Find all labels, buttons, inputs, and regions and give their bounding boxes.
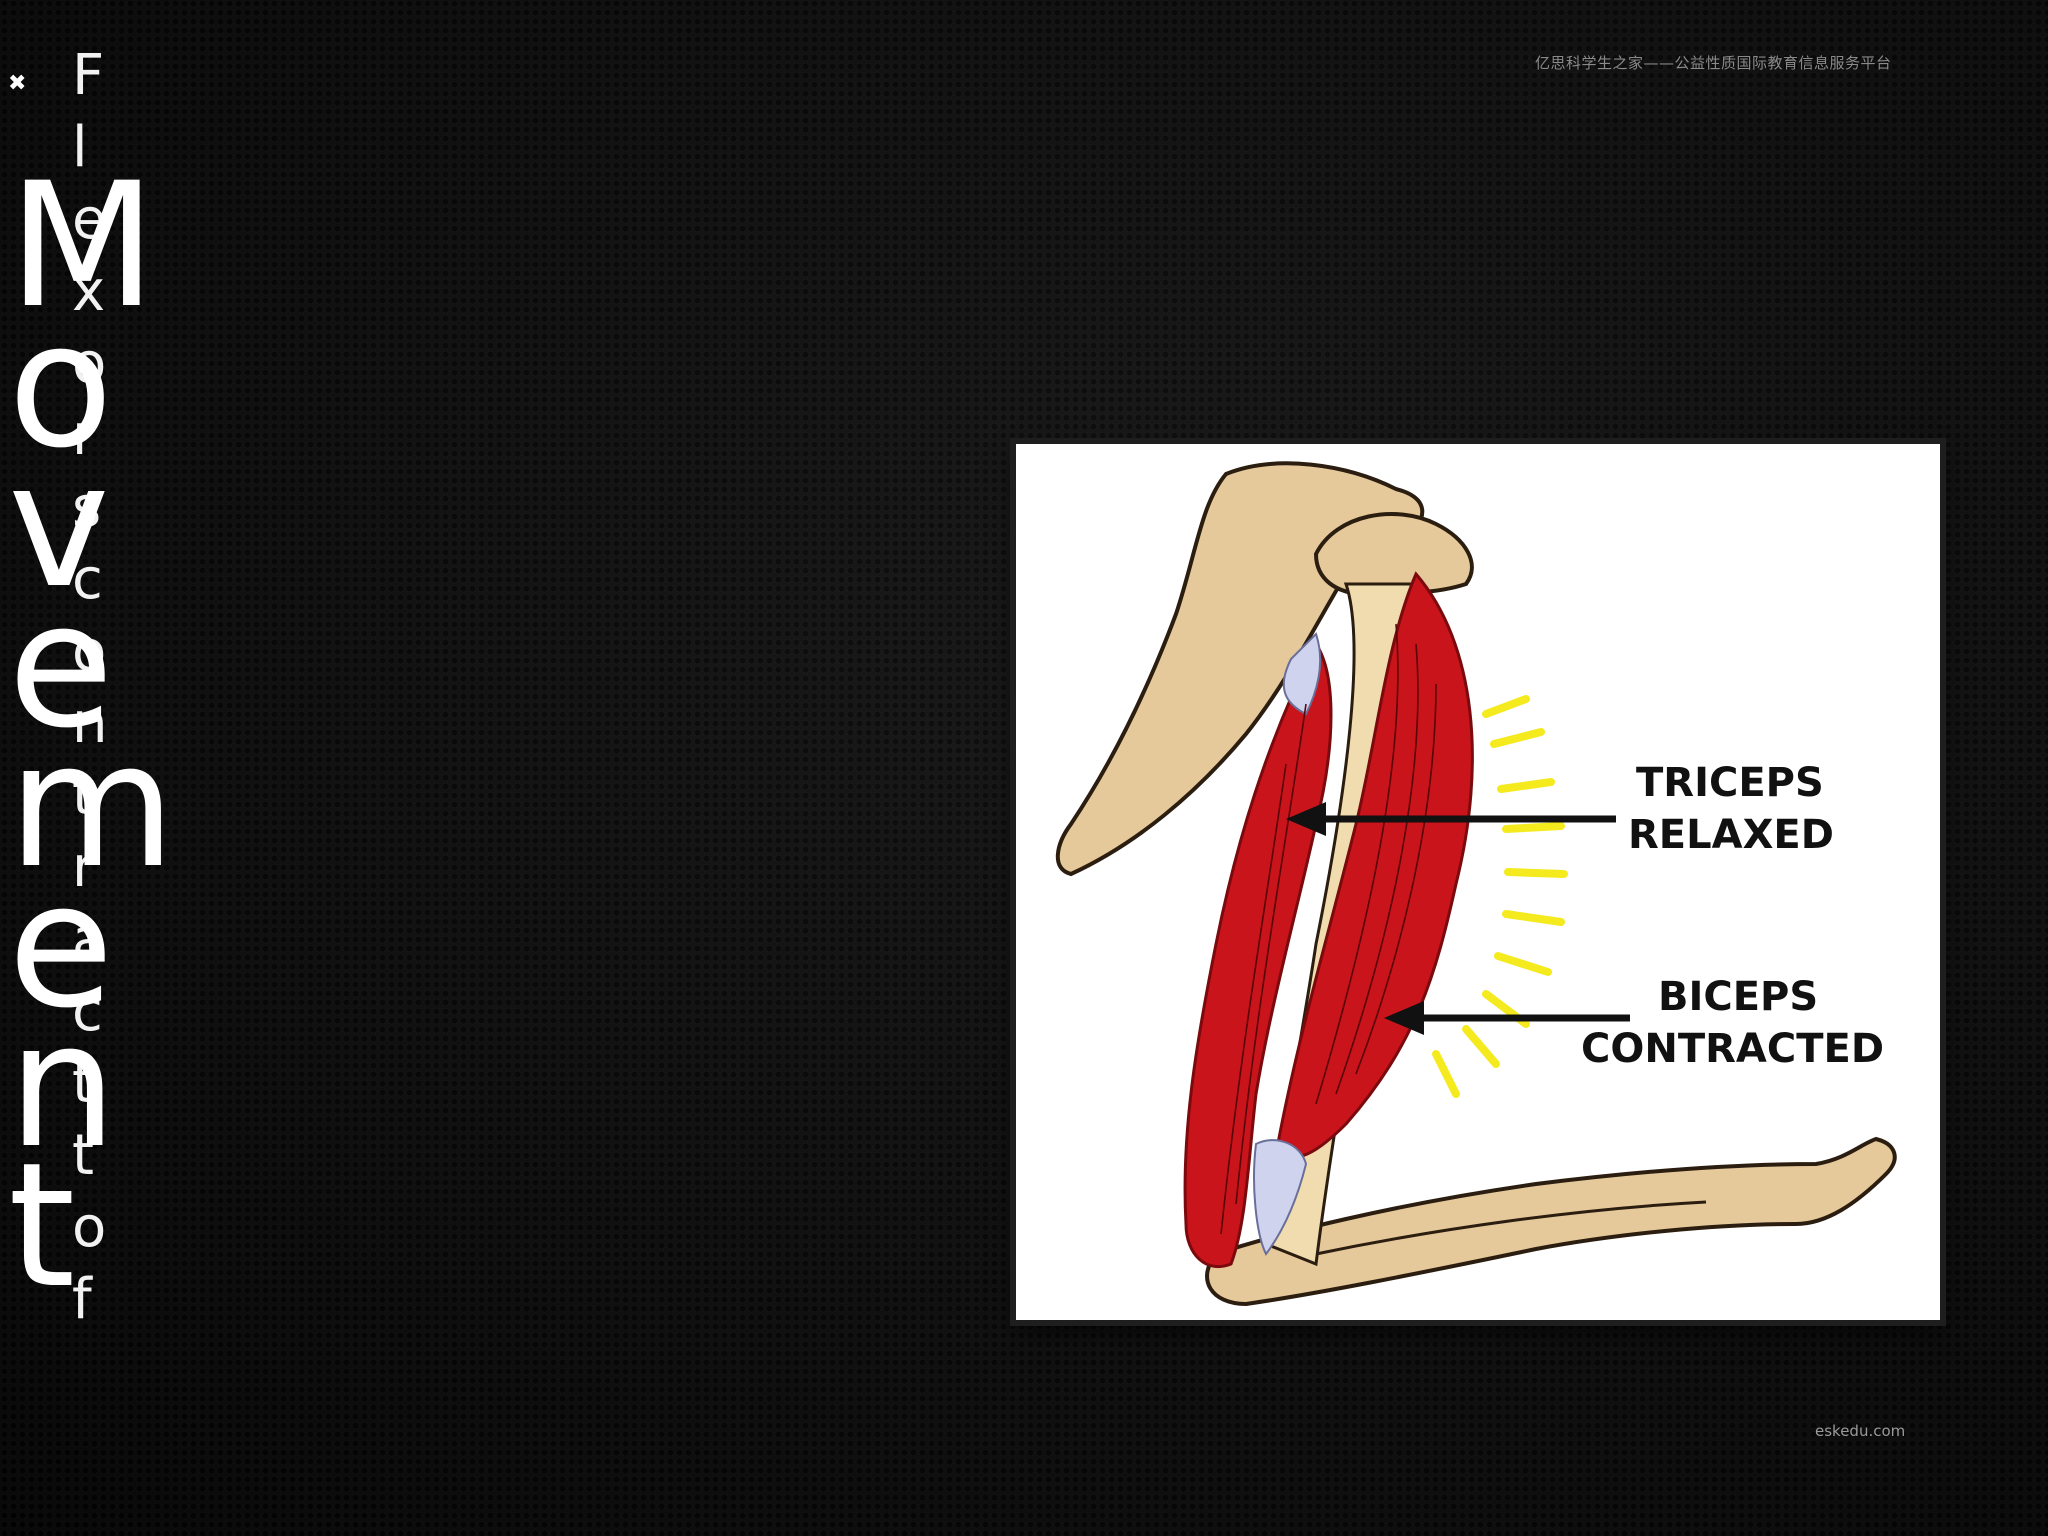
biceps-tendon bbox=[1253, 1139, 1308, 1256]
slide-title: Movement bbox=[8, 145, 176, 1326]
triceps-tendon bbox=[1282, 632, 1322, 716]
triceps-label-line1: TRICEPS bbox=[1636, 760, 1824, 806]
biceps-muscle bbox=[1274, 571, 1474, 1160]
forearm-bone-gap bbox=[1315, 1200, 1707, 1256]
watermark-top: 亿思科学生之家——公益性质国际教育信息服务平台 bbox=[1535, 54, 1892, 72]
contraction-glow-marks bbox=[1432, 695, 1568, 1098]
watermark-bottom: eskedu.com bbox=[1815, 1422, 1906, 1440]
bullet-icon: ✖ bbox=[8, 71, 27, 96]
forearm-bone bbox=[1205, 1136, 1897, 1307]
biceps-label-line2: CONTRACTED bbox=[1581, 1026, 1884, 1072]
bullet-text: Flexors contract to f bbox=[72, 43, 108, 1332]
biceps-arrow bbox=[1384, 1001, 1630, 1035]
muscle-fibers bbox=[1220, 623, 1437, 1235]
triceps-label-line2: RELAXED bbox=[1628, 812, 1834, 858]
arm-muscle-illustration: TRICEPS RELAXED BICEPS CONTRACTED bbox=[1055, 461, 1897, 1307]
arm-muscle-figure: TRICEPS RELAXED BICEPS CONTRACTED bbox=[1016, 444, 1940, 1320]
biceps-label-line1: BICEPS bbox=[1658, 974, 1818, 1020]
triceps-arrow bbox=[1286, 802, 1616, 836]
